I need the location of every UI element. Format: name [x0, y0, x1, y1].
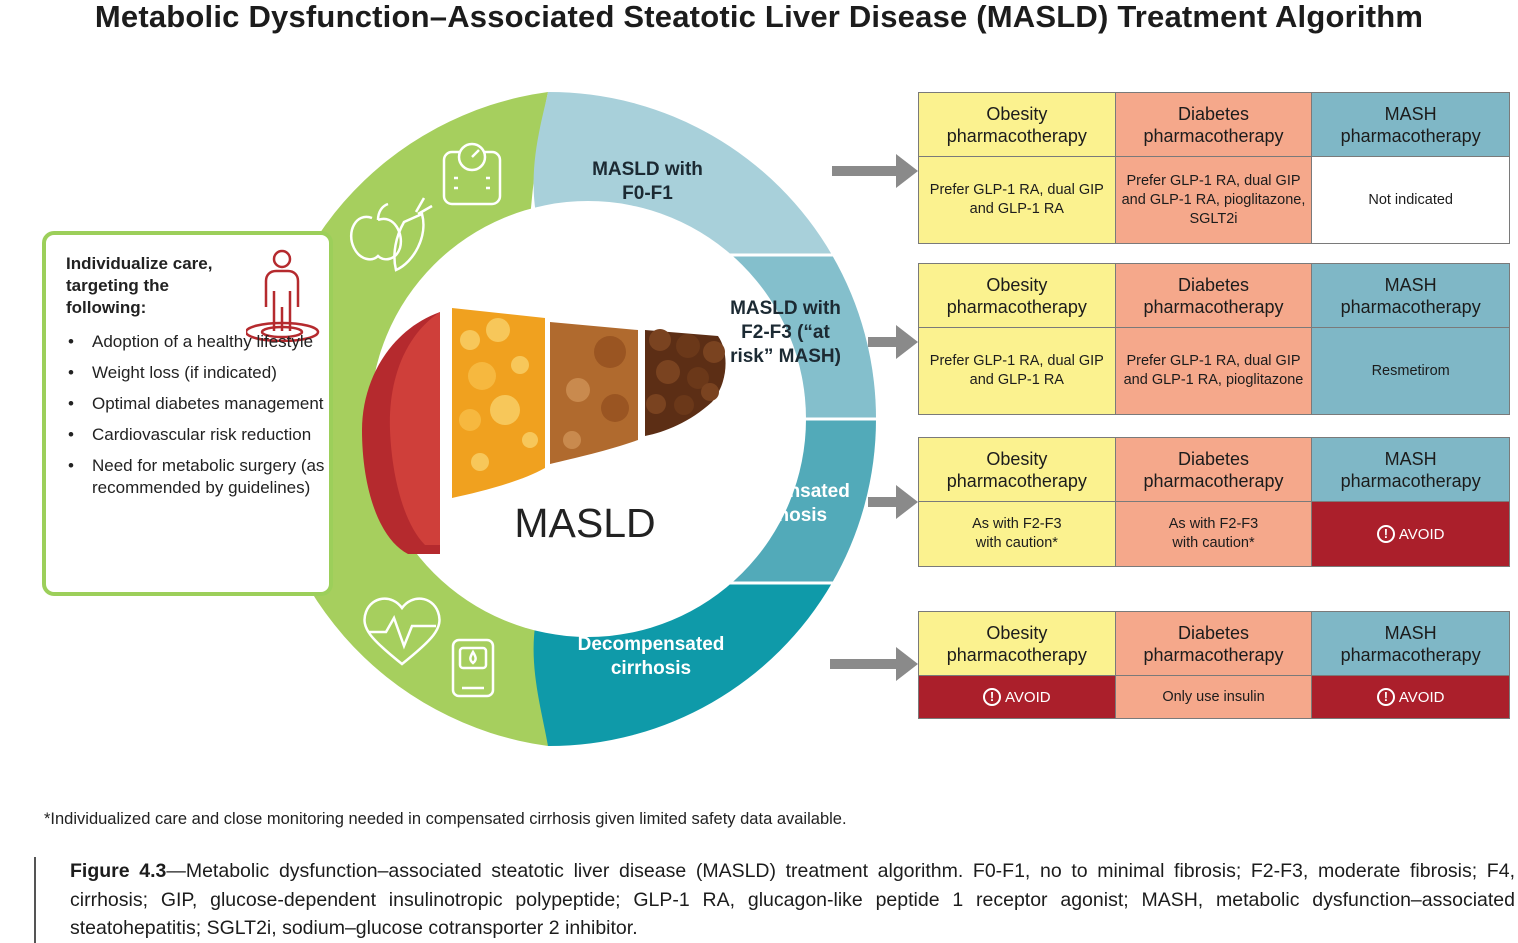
cell-obesity: Prefer GLP-1 RA, dual GIP and GLP-1 RA: [919, 157, 1116, 243]
segment-decompensated-label: Decompensated cirrhosis: [577, 634, 725, 679]
header-diabetes: Diabetes pharmacotherapy: [1115, 438, 1313, 502]
header-diabetes: Diabetes pharmacotherapy: [1115, 93, 1313, 157]
scale-icon: [442, 142, 502, 206]
avoid-label: AVOID: [1398, 688, 1445, 706]
table-f0f1: Obesity pharmacotherapy Diabetes pharmac…: [918, 92, 1510, 244]
person-target-icon: [246, 249, 320, 342]
algorithm-diagram: [262, 91, 918, 747]
segment-f0f1-label: MASLD with F0-F1: [592, 159, 703, 204]
list-item: Adoption of a healthy lifestyle: [66, 331, 331, 353]
segment-compensated-label: Compensated cirrhosis: [724, 481, 850, 526]
box-heading: Individualize care, targeting the follow…: [66, 254, 213, 317]
care-goals-list: Adoption of a healthy lifestyle Weight l…: [66, 331, 331, 508]
table-decompensated: Obesity pharmacotherapy Diabetes pharmac…: [918, 611, 1510, 719]
caption-text: —Metabolic dysfunction–associated steato…: [70, 860, 1515, 939]
cell-mash-avoid: !AVOID: [1312, 502, 1509, 566]
header-mash: MASH pharmacotherapy: [1312, 264, 1509, 328]
cell-obesity: As with F2-F3 with caution*: [919, 502, 1116, 566]
cell-diabetes: Prefer GLP-1 RA, dual GIP and GLP-1 RA, …: [1115, 157, 1313, 243]
alert-icon: !: [1376, 525, 1395, 543]
avoid-label: AVOID: [1005, 688, 1051, 706]
list-item: Optimal diabetes management: [66, 393, 331, 415]
center-masld-label: MASLD: [514, 500, 656, 546]
cell-diabetes: Prefer GLP-1 RA, dual GIP and GLP-1 RA, …: [1115, 328, 1313, 414]
avoid-label: AVOID: [1398, 525, 1445, 543]
cell-obesity-avoid: !AVOID: [919, 676, 1116, 718]
arrow-f0f1: [832, 154, 918, 188]
cell-mash-avoid: !AVOID: [1312, 676, 1509, 718]
arrow-compensated: [868, 485, 918, 519]
page-title: Metabolic Dysfunction–Associated Steatot…: [94, 0, 1424, 34]
table-compensated: Obesity pharmacotherapy Diabetes pharmac…: [918, 437, 1510, 567]
list-item: Weight loss (if indicated): [66, 362, 331, 384]
cell-diabetes: Only use insulin: [1115, 676, 1313, 718]
header-mash: MASH pharmacotherapy: [1312, 438, 1509, 502]
header-obesity: Obesity pharmacotherapy: [919, 264, 1116, 328]
alert-icon: !: [1376, 688, 1395, 706]
header-obesity: Obesity pharmacotherapy: [919, 93, 1116, 157]
caption-divider: [34, 857, 36, 943]
header-mash: MASH pharmacotherapy: [1312, 612, 1509, 676]
cell-mash: Not indicated: [1312, 157, 1509, 243]
liver-illustration: [362, 308, 726, 554]
cell-diabetes: As with F2-F3 with caution*: [1115, 502, 1313, 566]
header-obesity: Obesity pharmacotherapy: [919, 612, 1116, 676]
cell-mash: Resmetirom: [1312, 328, 1509, 414]
heart-pulse-icon: [363, 597, 441, 666]
segment-f2f3-label: MASLD with F2-F3 (“at risk” MASH): [730, 298, 841, 367]
arrow-f2f3: [868, 325, 918, 359]
caption-label: Figure 4.3: [70, 860, 167, 882]
header-diabetes: Diabetes pharmacotherapy: [1115, 612, 1313, 676]
figure-caption: Figure 4.3—Metabolic dysfunction–associa…: [70, 857, 1515, 943]
arrow-decompensated: [830, 647, 918, 681]
header-mash: MASH pharmacotherapy: [1312, 93, 1509, 157]
table-f2f3: Obesity pharmacotherapy Diabetes pharmac…: [918, 263, 1510, 415]
alert-icon: !: [983, 688, 1002, 706]
apple-carrot-icon: [349, 197, 433, 272]
header-diabetes: Diabetes pharmacotherapy: [1115, 264, 1313, 328]
individualize-care-box: Individualize care, targeting the follow…: [42, 231, 333, 596]
glucose-meter-icon: [451, 638, 495, 698]
footnote: *Individualized care and close monitorin…: [44, 810, 847, 828]
list-item: Need for metabolic surgery (as recommend…: [66, 455, 331, 498]
cell-obesity: Prefer GLP-1 RA, dual GIP and GLP-1 RA: [919, 328, 1116, 414]
header-obesity: Obesity pharmacotherapy: [919, 438, 1116, 502]
list-item: Cardiovascular risk reduction: [66, 424, 331, 446]
